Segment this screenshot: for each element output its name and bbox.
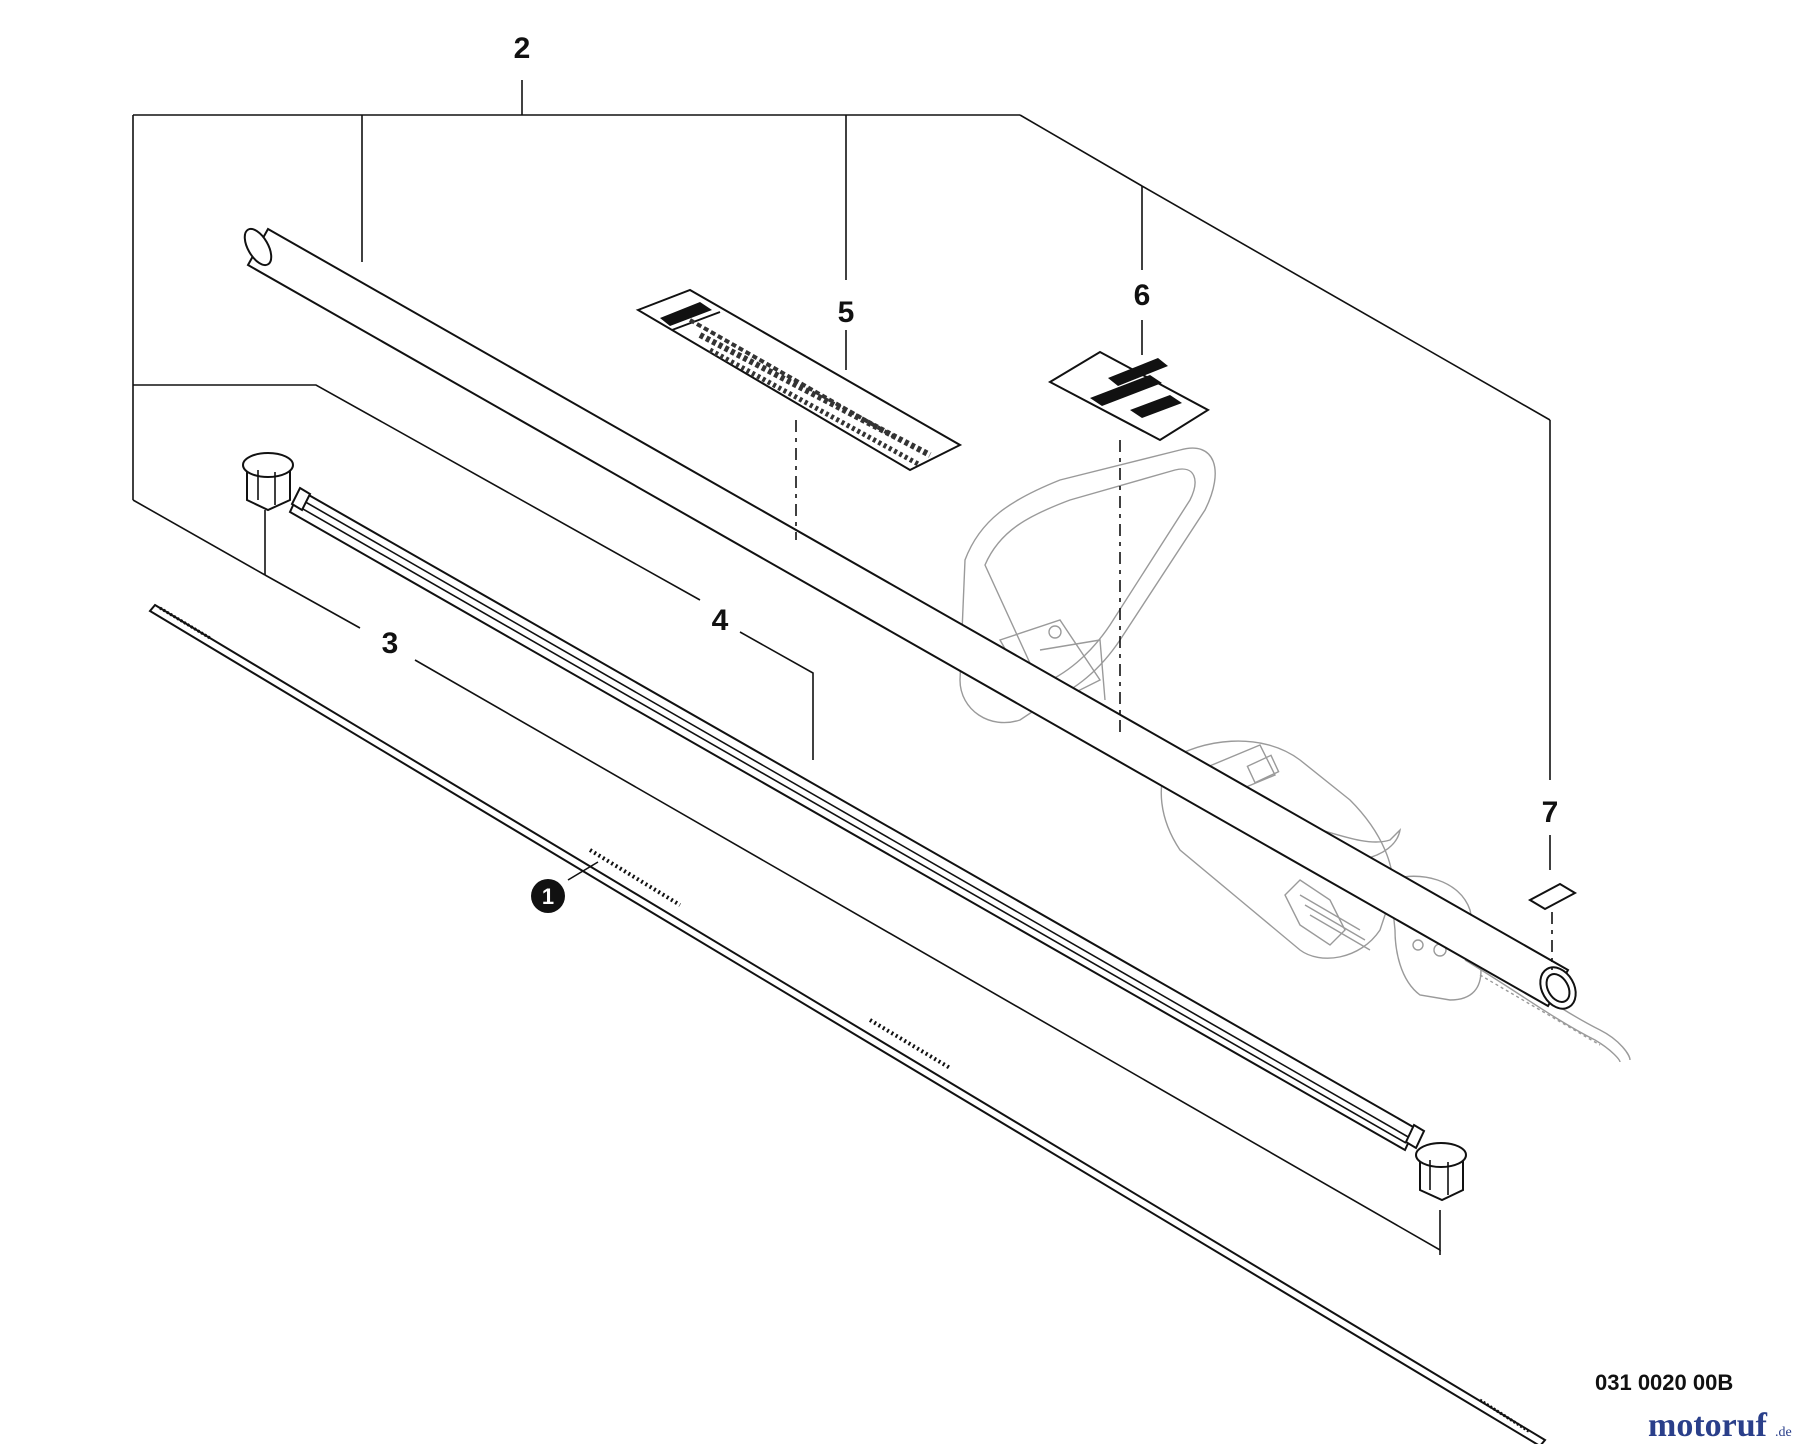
ghost-handle-assembly xyxy=(959,447,1631,1063)
part-3-bushing-bottom xyxy=(1415,1142,1467,1202)
part-7-small-label xyxy=(1527,882,1578,911)
watermark-name: motoruf xyxy=(1648,1407,1768,1444)
part-3-bushing-top xyxy=(242,452,294,512)
callout-1-circle xyxy=(531,879,565,913)
part-6-brand-decal xyxy=(1047,350,1210,442)
callout-2: 2 xyxy=(514,32,531,65)
callout-7: 7 xyxy=(1542,796,1559,829)
part-4-liner xyxy=(288,486,1426,1152)
part-2-outer-tube xyxy=(243,227,1577,1010)
callout-6: 6 xyxy=(1134,279,1151,312)
watermark-tld: .de xyxy=(1775,1425,1792,1440)
drawing-number: 031 0020 00B xyxy=(1595,1370,1733,1395)
callout-4: 4 xyxy=(712,604,729,637)
leader-lines xyxy=(132,80,1553,1255)
callout-1: 1 xyxy=(542,884,554,909)
callout-5: 5 xyxy=(838,296,855,329)
part-1-drive-shaft xyxy=(148,603,1547,1444)
watermark-logo: motoruf .de xyxy=(1648,1407,1792,1444)
callout-3: 3 xyxy=(382,627,399,660)
part-5-warning-label xyxy=(635,288,963,472)
